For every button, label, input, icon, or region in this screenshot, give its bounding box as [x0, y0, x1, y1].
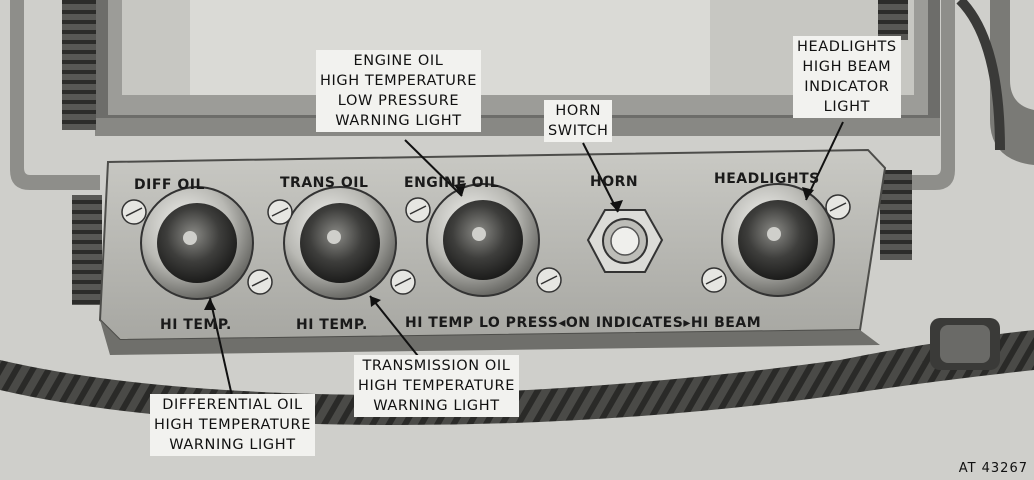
- callout-line: DIFFERENTIAL OIL: [162, 397, 303, 413]
- callout-line: LOW PRESSURE: [337, 93, 460, 109]
- callout-line: WARNING LIGHT: [373, 398, 500, 414]
- callout-headlights: HEADLIGHTS HIGH BEAM INDICATOR LIGHT: [793, 36, 901, 118]
- figure-id: AT 43267: [958, 461, 1028, 476]
- callout-horn-switch: HORN SWITCH: [544, 100, 613, 142]
- hi-temp-label-trans: HI TEMP.: [296, 317, 368, 333]
- horn-switch[interactable]: [586, 209, 664, 273]
- callout-engine-oil: ENGINE OIL HIGH TEMPERATURE LOW PRESSURE…: [316, 50, 481, 132]
- callout-line: SWITCH: [548, 123, 609, 139]
- callout-line: HIGH TEMPERATURE: [320, 73, 477, 89]
- callout-line: HIGH TEMPERATURE: [154, 417, 311, 433]
- callout-line: WARNING LIGHT: [335, 113, 462, 129]
- callout-line: WARNING LIGHT: [169, 437, 296, 453]
- engine-oil-label: ENGINE OIL: [404, 175, 500, 191]
- trans-oil-warning-light: [283, 186, 397, 300]
- callout-differential-oil: DIFFERENTIAL OIL HIGH TEMPERATURE WARNIN…: [150, 394, 315, 456]
- callout-leader-lines: [209, 121, 844, 397]
- callout-line: HIGH BEAM: [802, 59, 892, 75]
- diff-oil-label: DIFF OIL: [134, 177, 205, 193]
- callout-line: HORN: [555, 103, 602, 119]
- callout-line: TRANSMISSION OIL: [362, 358, 511, 374]
- hi-temp-label-diff: HI TEMP.: [160, 317, 232, 333]
- callout-line: HIGH TEMPERATURE: [358, 378, 515, 394]
- diff-oil-warning-light: [140, 186, 254, 300]
- callout-line: INDICATOR: [804, 79, 890, 95]
- left-spring: [62, 0, 96, 130]
- callout-line: LIGHT: [823, 99, 871, 115]
- headlights-label: HEADLIGHTS: [714, 171, 820, 187]
- indicator-legend-strip: HI TEMP LO PRESS◂ON INDICATES▸HI BEAM: [405, 315, 762, 331]
- callout-transmission-oil: TRANSMISSION OIL HIGH TEMPERATURE WARNIN…: [354, 355, 519, 417]
- callout-line: HEADLIGHTS: [797, 39, 897, 55]
- trans-oil-label: TRANS OIL: [280, 175, 369, 191]
- right-spring: [878, 0, 908, 40]
- headlights-high-beam-indicator-light: [721, 183, 835, 297]
- engine-oil-warning-light: [426, 183, 540, 297]
- panel-screws: [121, 194, 851, 295]
- callout-line: ENGINE OIL: [353, 53, 444, 69]
- horn-label: HORN: [590, 174, 639, 190]
